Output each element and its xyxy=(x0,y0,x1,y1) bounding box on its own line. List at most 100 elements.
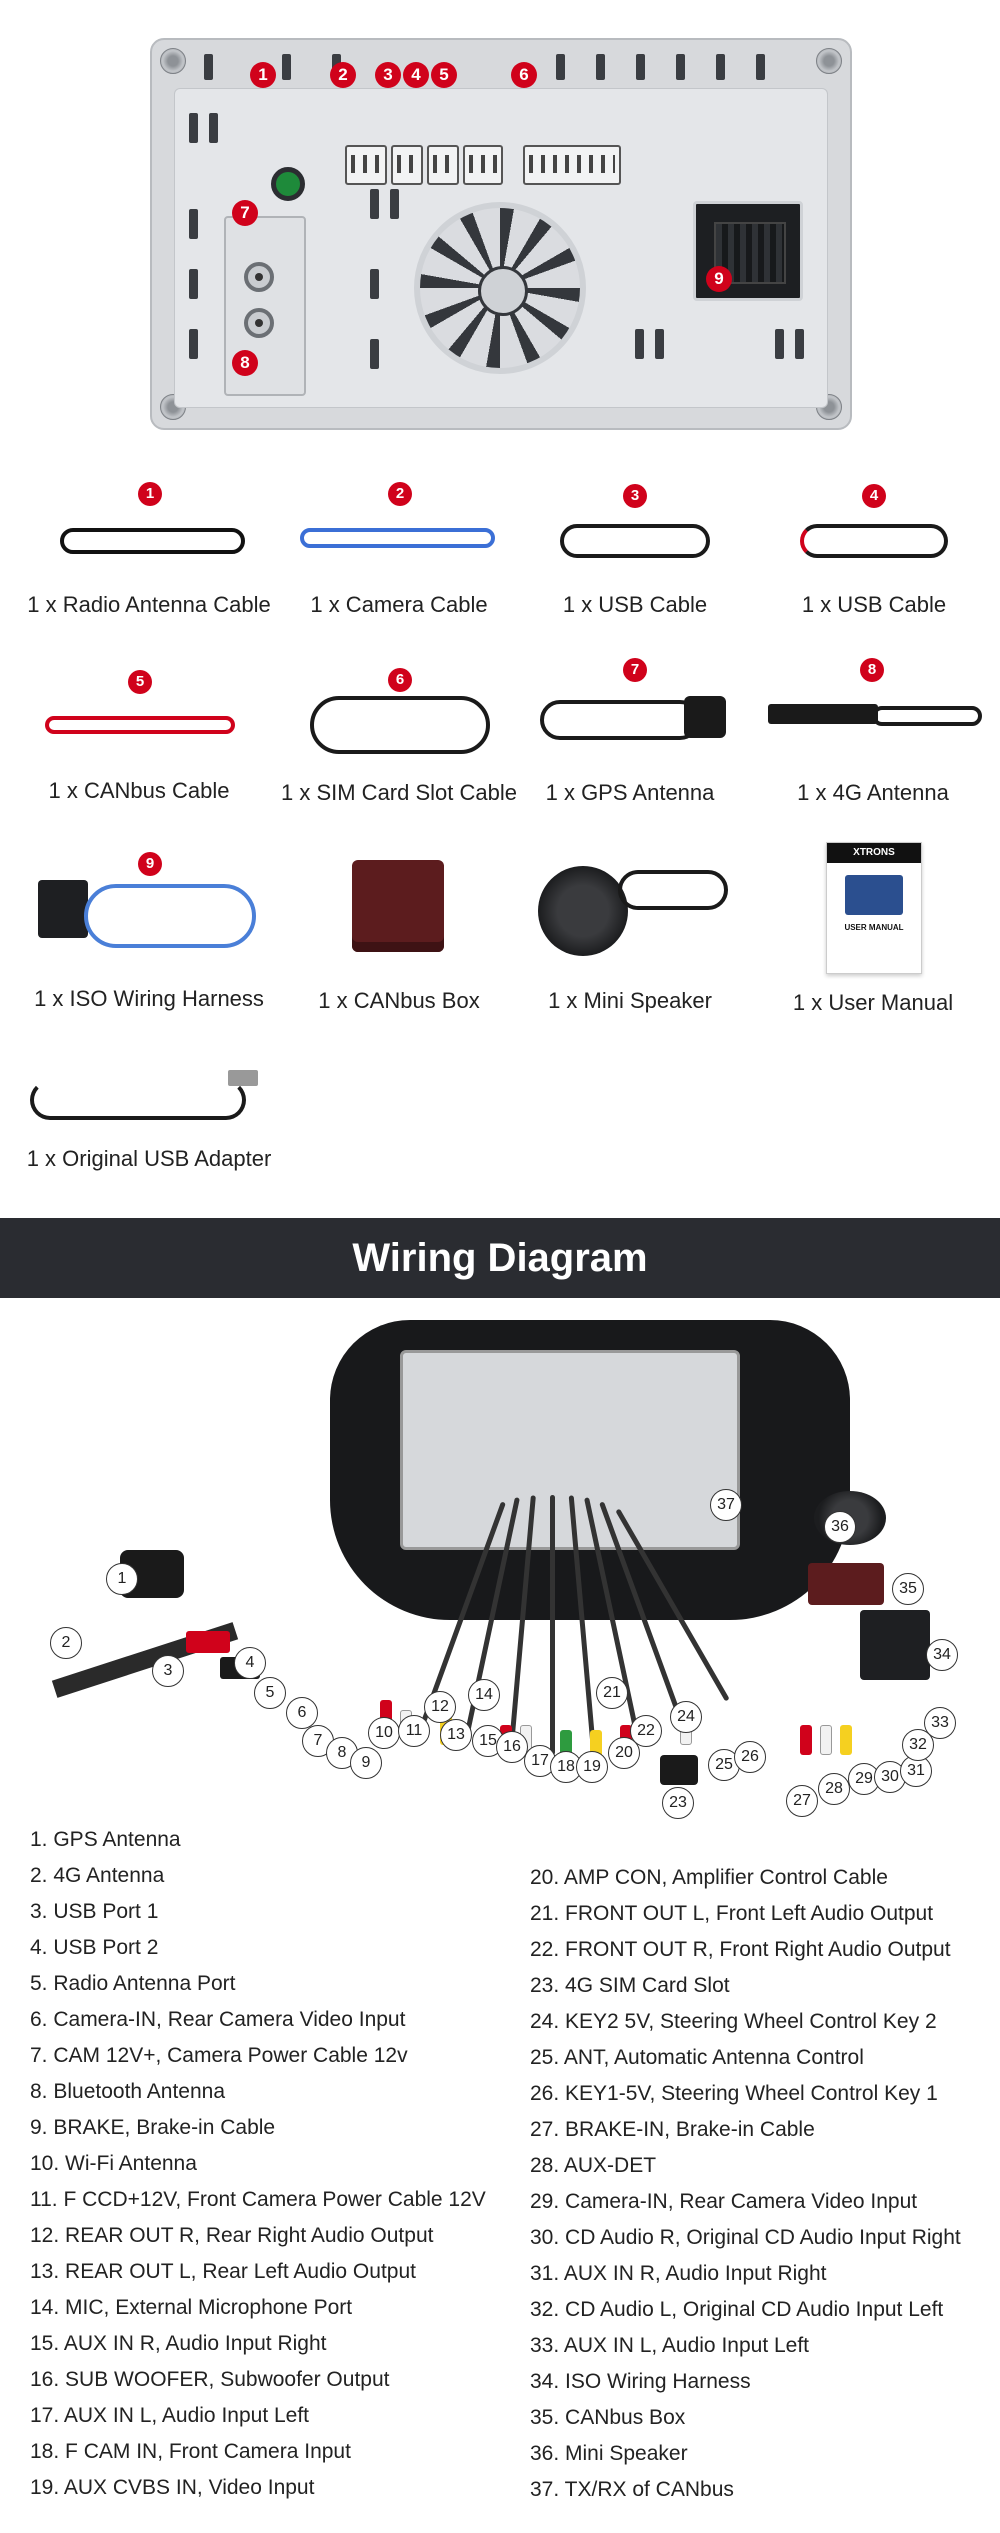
original-usb-adapter-image xyxy=(30,1080,246,1120)
diagram-number: 1 xyxy=(106,1563,138,1595)
diagram-number: 28 xyxy=(818,1773,850,1805)
sim-slot-connector xyxy=(523,145,621,185)
diagram-number: 2 xyxy=(50,1627,82,1659)
wiring-item: 13. REAR OUT L, Rear Left Audio Output xyxy=(30,2260,416,2283)
accessory-badge: 3 xyxy=(623,484,647,508)
diagram-number: 3 xyxy=(152,1655,184,1687)
diagram-number: 5 xyxy=(254,1677,286,1709)
wiring-item: 31. AUX IN R, Audio Input Right xyxy=(530,2262,827,2285)
vent-slot xyxy=(209,113,218,143)
wiring-item: 28. AUX-DET xyxy=(530,2154,657,2177)
marker-badge: 6 xyxy=(511,62,537,88)
accessory-label: 1 x SIM Card Slot Cable xyxy=(281,780,517,805)
wiring-diagram-banner: Wiring Diagram xyxy=(0,1218,1000,1298)
vent-slot xyxy=(370,189,379,219)
wiring-item: 34. ISO Wiring Harness xyxy=(530,2370,751,2393)
canbus-connector xyxy=(463,145,503,185)
vent-slot xyxy=(370,269,379,299)
rca-plug xyxy=(840,1725,852,1755)
accessory-badge: 6 xyxy=(388,668,412,692)
vent-slot xyxy=(189,329,198,359)
4g-antenna-port xyxy=(244,308,274,338)
accessory-label: 1 x Mini Speaker xyxy=(548,988,712,1013)
usb-cable-red-image xyxy=(800,524,948,558)
4g-antenna-image xyxy=(768,704,878,724)
radio-antenna-cable-image xyxy=(60,528,245,554)
accessory-label: 1 x ISO Wiring Harness xyxy=(34,986,264,1011)
vent-slot xyxy=(370,339,379,369)
wiring-item: 14. MIC, External Microphone Port xyxy=(30,2296,353,2319)
wiring-item: 5. Radio Antenna Port xyxy=(30,1972,236,1995)
diagram-number: 20 xyxy=(608,1737,640,1769)
mini-speaker-image xyxy=(538,866,628,956)
accessory-label: 1 x User Manual xyxy=(792,990,954,1015)
vent-slot xyxy=(282,54,291,80)
accessory-label: 1 x USB Cable xyxy=(801,592,947,617)
iso-plug-image xyxy=(38,880,88,938)
marker-badge: 1 xyxy=(250,62,276,88)
head-unit-back xyxy=(400,1350,740,1550)
wiring-item: 9. BRAKE, Brake-in Cable xyxy=(30,2116,276,2139)
wiring-item: 8. Bluetooth Antenna xyxy=(30,2080,225,2103)
diagram-number: 27 xyxy=(786,1785,818,1817)
accessory-label: 1 x 4G Antenna xyxy=(797,780,949,805)
wiring-item: 22. FRONT OUT R, Front Right Audio Outpu… xyxy=(530,1938,951,1961)
wiring-item: 7. CAM 12V+, Camera Power Cable 12v xyxy=(30,2044,408,2067)
diagram-number: 9 xyxy=(350,1747,382,1779)
diagram-number: 19 xyxy=(576,1751,608,1783)
wiring-item: 33. AUX IN L, Audio Input Left xyxy=(530,2334,810,2357)
user-manual-image: XTRONS USER MANUAL xyxy=(826,842,922,974)
vent-slot xyxy=(676,54,685,80)
marker-badge: 2 xyxy=(330,62,356,88)
manual-cover-screen xyxy=(845,875,903,915)
vent-slot xyxy=(795,329,804,359)
wiring-item: 25. ANT, Automatic Antenna Control xyxy=(530,2046,864,2069)
accessory-label: 1 x GPS Antenna xyxy=(545,780,715,805)
wiring-item: 10. Wi-Fi Antenna xyxy=(30,2152,197,2175)
accessory-label: 1 x CANbus Box xyxy=(318,988,480,1013)
accessory-badge: 9 xyxy=(138,852,162,876)
diagram-number: 34 xyxy=(926,1639,958,1671)
4g-antenna-cable xyxy=(872,706,982,726)
screw-icon xyxy=(816,48,842,74)
manual-title: USER MANUAL xyxy=(844,923,904,932)
diagram-number: 12 xyxy=(424,1691,456,1723)
iso-wiring-harness xyxy=(860,1610,930,1680)
marker-badge: 5 xyxy=(431,62,457,88)
canbus-box-image xyxy=(352,860,444,952)
wiring-list-left: 1. GPS Antenna 2. 4G Antenna 3. USB Port… xyxy=(30,1822,486,2506)
vent-slot xyxy=(716,54,725,80)
wiring-item: 4. USB Port 2 xyxy=(30,1936,159,1959)
wire xyxy=(550,1495,555,1755)
marker-badge: 4 xyxy=(403,62,429,88)
diagram-number: 14 xyxy=(468,1679,500,1711)
gps-antenna-puck xyxy=(684,696,726,738)
accessory-label: 1 x USB Cable xyxy=(562,592,708,617)
sim-card-slot xyxy=(660,1755,698,1785)
marker-badge: 8 xyxy=(232,350,258,376)
rca-plug xyxy=(800,1725,812,1755)
accessory-label: 1 x CANbus Cable xyxy=(48,778,230,803)
diagram-number: 21 xyxy=(596,1677,628,1709)
gps-antenna-image xyxy=(540,700,700,740)
wiring-item: 27. BRAKE-IN, Brake-in Cable xyxy=(530,2118,815,2141)
marker-badge: 7 xyxy=(232,200,258,226)
usb-connector xyxy=(391,145,423,185)
vent-slot xyxy=(189,209,198,239)
usb-plug-icon xyxy=(228,1070,258,1086)
vent-slot xyxy=(596,54,605,80)
vent-slot xyxy=(556,54,565,80)
marker-badge: 9 xyxy=(706,266,732,292)
wiring-item: 30. CD Audio R, Original CD Audio Input … xyxy=(530,2226,961,2249)
wiring-item: 26. KEY1-5V, Steering Wheel Control Key … xyxy=(530,2082,938,2105)
wiring-item: 35. CANbus Box xyxy=(530,2406,686,2429)
wiring-item: 16. SUB WOOFER, Subwoofer Output xyxy=(30,2368,390,2391)
wiring-item: 19. AUX CVBS IN, Video Input xyxy=(30,2476,315,2499)
wiring-item: 20. AMP CON, Amplifier Control Cable xyxy=(530,1866,888,1889)
wiring-item: 36. Mini Speaker xyxy=(530,2442,688,2465)
diagram-number: 13 xyxy=(440,1719,472,1751)
iso-wiring-harness-image xyxy=(84,884,256,948)
vent-slot xyxy=(636,54,645,80)
vent-slot xyxy=(189,113,198,143)
wiring-item: 11. F CCD+12V, Front Camera Power Cable … xyxy=(30,2188,486,2211)
